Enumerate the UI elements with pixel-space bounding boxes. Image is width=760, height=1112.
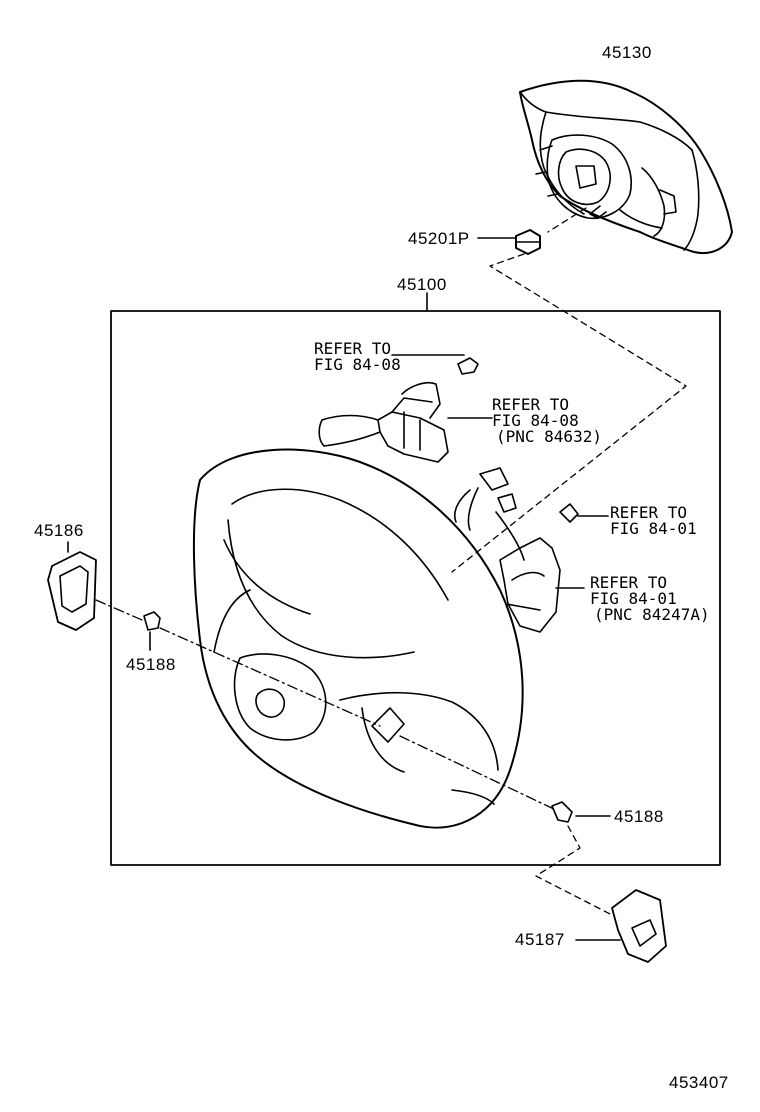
ref-switch-line3: (PNC 84632) xyxy=(496,427,602,446)
right-screw-drawing xyxy=(551,801,611,823)
right-switch-drawing xyxy=(454,467,609,633)
label-45201P: 45201P xyxy=(408,229,470,248)
left-screw-drawing xyxy=(143,611,161,651)
ref-switch-right-line2: FIG 84-01 xyxy=(590,589,677,608)
steering-wheel-drawing xyxy=(192,448,524,829)
ref-switch-right-line3: (PNC 84247A) xyxy=(594,605,710,624)
dashed-airbag-line xyxy=(451,207,687,573)
label-45187: 45187 xyxy=(515,930,565,949)
switch-bolt-drawing xyxy=(391,354,479,375)
ref-switch-line2: FIG 84-08 xyxy=(492,411,579,430)
label-45186: 45186 xyxy=(34,521,84,540)
figure-id: 453407 xyxy=(669,1073,729,1092)
ref-bolt-switch-line2: FIG 84-08 xyxy=(314,355,401,374)
ref-switch-right-line1: REFER TO xyxy=(590,573,668,592)
ref-bolt-right-line2: FIG 84-01 xyxy=(610,519,697,538)
label-45188-left: 45188 xyxy=(126,655,176,674)
left-cover-drawing xyxy=(47,541,97,631)
ref-bolt-switch-line1: REFER TO xyxy=(314,339,392,358)
airbag-module-drawing xyxy=(519,79,733,254)
left-switch-drawing xyxy=(318,381,493,463)
label-45130: 45130 xyxy=(602,43,652,62)
label-45100: 45100 xyxy=(397,275,447,294)
ref-bolt-right-line1: REFER TO xyxy=(610,503,688,522)
ref-switch-line1: REFER TO xyxy=(492,395,570,414)
label-45188-right: 45188 xyxy=(614,807,664,826)
airbag-bolt-drawing xyxy=(477,229,541,255)
assembly-frame xyxy=(110,310,721,866)
right-cover-drawing xyxy=(575,889,667,963)
